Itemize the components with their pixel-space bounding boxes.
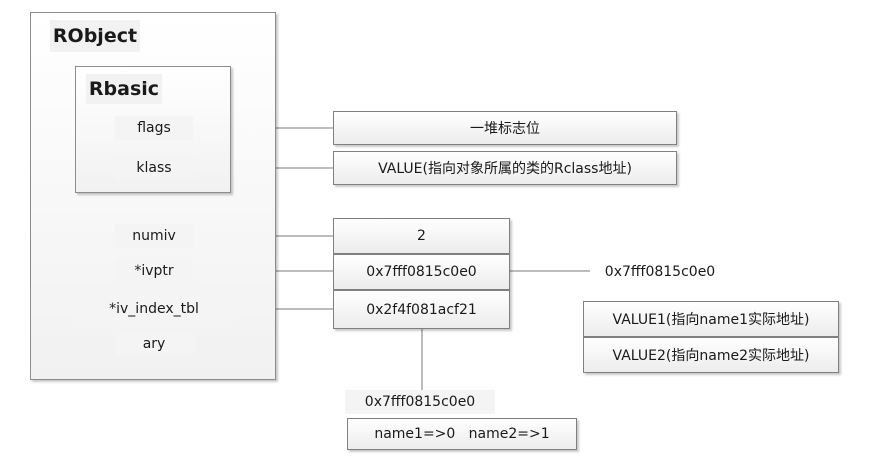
ivptr-field: *ivptr (115, 259, 193, 283)
index-tbl-content-box: name1=>0 name2=>1 (347, 418, 577, 450)
numiv-value-box: 2 (333, 218, 510, 254)
ivptr-array-item-2: VALUE2(指向name2实际地址) (583, 337, 839, 373)
rbasic-title: Rbasic (86, 74, 162, 104)
index-tbl-address: 0x7fff0815c0e0 (345, 390, 495, 414)
klass-field: klass (115, 156, 193, 180)
flags-value-box: 一堆标志位 (333, 111, 677, 145)
ivptr-value-box: 0x7fff0815c0e0 (333, 254, 510, 290)
iv-index-tbl-value-box: 0x2f4f081acf21 (333, 290, 510, 329)
numiv-field: numiv (115, 224, 193, 248)
ivptr-array-item-1: VALUE1(指向name1实际地址) (583, 301, 839, 337)
robject-title: RObject (50, 20, 140, 52)
klass-value-box: VALUE(指向对象所属的类的Rclass地址) (333, 151, 677, 185)
ivptr-array-address: 0x7fff0815c0e0 (604, 264, 716, 280)
ary-field: ary (115, 332, 193, 356)
iv-index-tbl-field: *iv_index_tbl (75, 297, 233, 321)
flags-field: flags (115, 116, 193, 140)
